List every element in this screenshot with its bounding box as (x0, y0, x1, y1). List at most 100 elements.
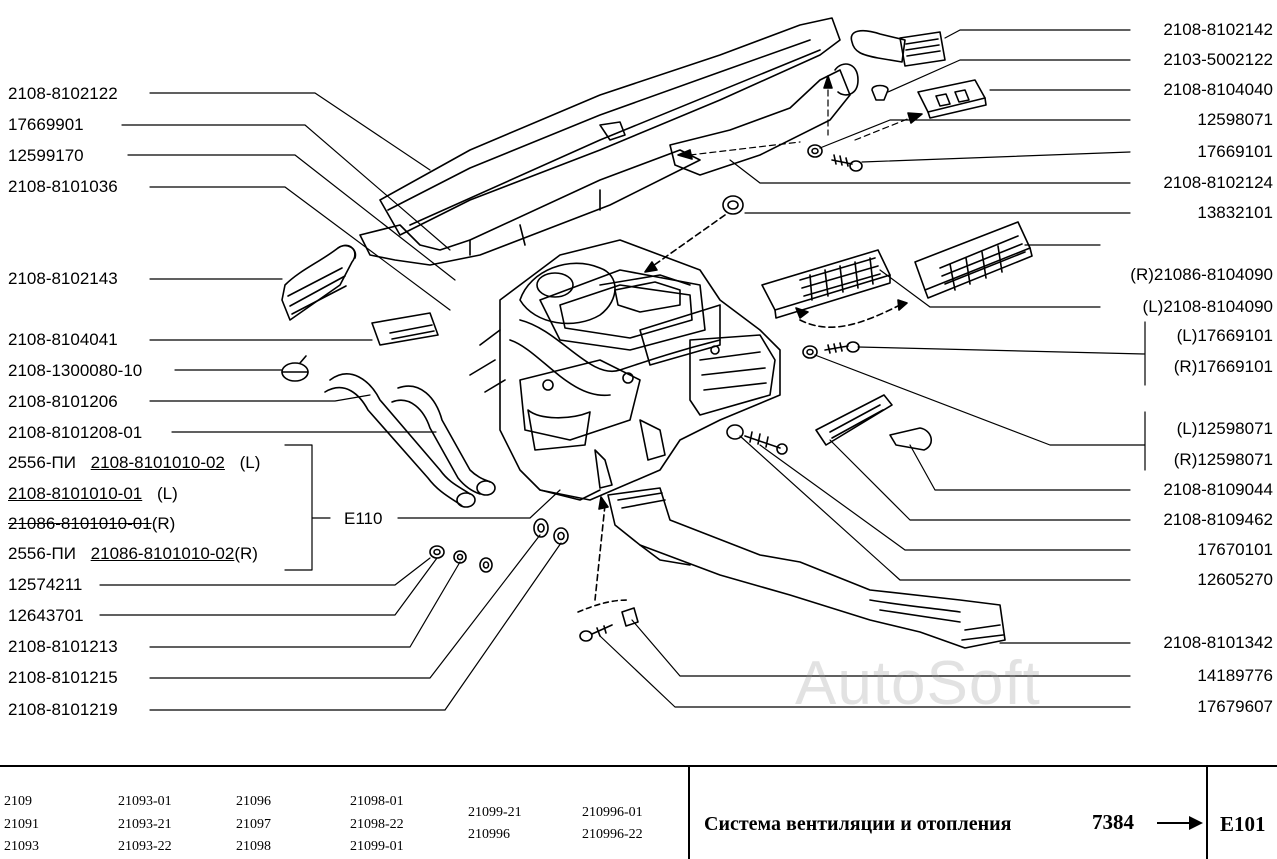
label-2108-8102142: 2108-8102142 (1163, 20, 1273, 39)
model-cell: 21093-01 (118, 794, 172, 809)
model-cell: 21097 (236, 817, 271, 832)
screw-top (831, 154, 863, 172)
label-17669901: 17669901 (8, 115, 84, 134)
center-vent-right (914, 221, 1033, 299)
label-2108-8109044: 2108-8109044 (1163, 480, 1273, 499)
model-cell: 21099-21 (468, 805, 522, 820)
hose-clamp (281, 355, 309, 382)
radiator-row-3: 21086-8101010-01(R) (8, 514, 175, 534)
washer-1 (479, 557, 493, 573)
arrow-vent-r (897, 299, 908, 311)
vent-nozzle-left (371, 312, 439, 346)
label-12605270: 12605270 (1197, 570, 1273, 589)
label-12643701: 12643701 (8, 606, 84, 625)
dashed-line-grommet (649, 214, 726, 269)
arrow-left (677, 149, 693, 160)
footer-divider-1 (688, 767, 690, 859)
arrow-bottom (598, 496, 609, 510)
label-17679607: 17679607 (1197, 697, 1273, 716)
label-2108-8109462: 2108-8109462 (1163, 510, 1273, 529)
radiator-row-4: 2556-ПИ 21086-8101010-02(R) (8, 544, 258, 564)
model-cell: 21093-21 (118, 817, 172, 832)
floor-duct (607, 487, 1006, 649)
radiator-row-1-side: (L) (239, 453, 261, 472)
washer-2 (533, 518, 549, 538)
radiator-row-2-side: (L) (156, 484, 178, 503)
nut-top (807, 144, 823, 158)
clip (871, 84, 889, 101)
model-cell: 21098-01 (350, 794, 404, 809)
label-13832101: 13832101 (1197, 203, 1273, 222)
label-2108-8104041: 2108-8104041 (8, 330, 118, 349)
label-2108-1300080-10: 2108-1300080-10 (8, 361, 143, 380)
screw-mid (726, 424, 788, 455)
radiator-row-2-part: 2108-8101010-01 (8, 484, 143, 503)
label-l-12598071: (L)12598071 (1176, 419, 1273, 438)
label-r-12598071: (R)12598071 (1173, 450, 1273, 469)
exploded-view-drawing (99, 17, 1146, 711)
label-17670101: 17670101 (1197, 540, 1273, 559)
label-12574211: 12574211 (8, 575, 83, 594)
dashed-line-vents (799, 304, 901, 328)
label-2108-8101213: 2108-8101213 (8, 637, 118, 656)
model-cell: 210996-01 (582, 805, 643, 820)
side-vent-nozzle (917, 79, 987, 119)
model-cell: 21098-22 (350, 817, 404, 832)
label-2108-8101215: 2108-8101215 (8, 668, 118, 687)
model-cell: 21099-01 (350, 839, 404, 854)
model-cell: 21093-22 (118, 839, 172, 854)
heater-hose-1 (324, 373, 476, 508)
leader-lines-right (599, 29, 1146, 708)
label-r-21086-8104090: (R)21086-8104090 (1130, 265, 1273, 284)
label-17669101: 17669101 (1197, 142, 1273, 161)
bottom-screw (579, 624, 613, 642)
model-cell: 21096 (236, 794, 271, 809)
model-cell: 21093 (4, 839, 39, 854)
label-l-17669101: (L)17669101 (1176, 326, 1273, 345)
label-14189776: 14189776 (1197, 666, 1273, 685)
nut-2 (453, 550, 467, 564)
radiator-row-3-part: 21086-8101010-01 (8, 514, 152, 533)
radiator-row-4-prefix: 2556-ПИ (8, 544, 76, 563)
label-2108-8102122: 2108-8102122 (8, 84, 118, 103)
model-cell: 210996 (468, 827, 510, 842)
label-2108-8101206: 2108-8101206 (8, 392, 118, 411)
label-2108-8101342: 2108-8101342 (1163, 633, 1273, 652)
bottom-clip (621, 607, 639, 627)
model-cell: 21098 (236, 839, 271, 854)
radiator-row-1-prefix: 2556-ПИ (8, 453, 76, 472)
control-bracket (815, 394, 893, 446)
elbow-duct (850, 29, 946, 67)
arrow-right (907, 112, 923, 124)
arrow-grommet (644, 261, 658, 273)
heater-hose-2 (391, 385, 496, 496)
model-cell: 21091 (4, 817, 39, 832)
radiator-row-1: 2556-ПИ 2108-8101010-02 (L) (8, 453, 260, 473)
flexible-duct (281, 244, 357, 321)
radiator-row-4-part: 21086-8101010-02 (90, 544, 235, 563)
label-2103-5002122: 2103-5002122 (1163, 50, 1273, 69)
model-cell: 210996-22 (582, 827, 643, 842)
label-2108-8104040: 2108-8104040 (1163, 80, 1273, 99)
washer-3 (553, 527, 569, 545)
heater-assembly (469, 239, 781, 501)
screw-right (824, 341, 860, 354)
grommet (722, 195, 744, 215)
radiator-row-1-part: 2108-8101010-02 (90, 453, 225, 472)
leader-e110 (284, 444, 561, 571)
nut-1 (429, 545, 445, 559)
footer: 2109 21091 21093 21093-01 21093-21 21093… (0, 765, 1277, 859)
footer-divider-2 (1206, 767, 1208, 859)
footer-page-number: 7384 (1092, 810, 1134, 834)
dashboard-air-duct (359, 17, 859, 266)
dashed-arc-bottom (577, 599, 629, 613)
watermark: AutoSoft (795, 649, 1041, 718)
footer-title: Система вентиляции и отопления (704, 813, 1012, 835)
control-knob (889, 427, 932, 451)
radiator-row-4-side: (R) (234, 544, 258, 563)
footer-section-code: E101 (1220, 812, 1266, 836)
label-l-2108-8104090: (L)2108-8104090 (1142, 297, 1273, 316)
dashed-assembly-lines-top (689, 79, 911, 156)
label-2108-8102124: 2108-8102124 (1163, 173, 1273, 192)
label-2108-8101208-01: 2108-8101208-01 (8, 423, 143, 442)
